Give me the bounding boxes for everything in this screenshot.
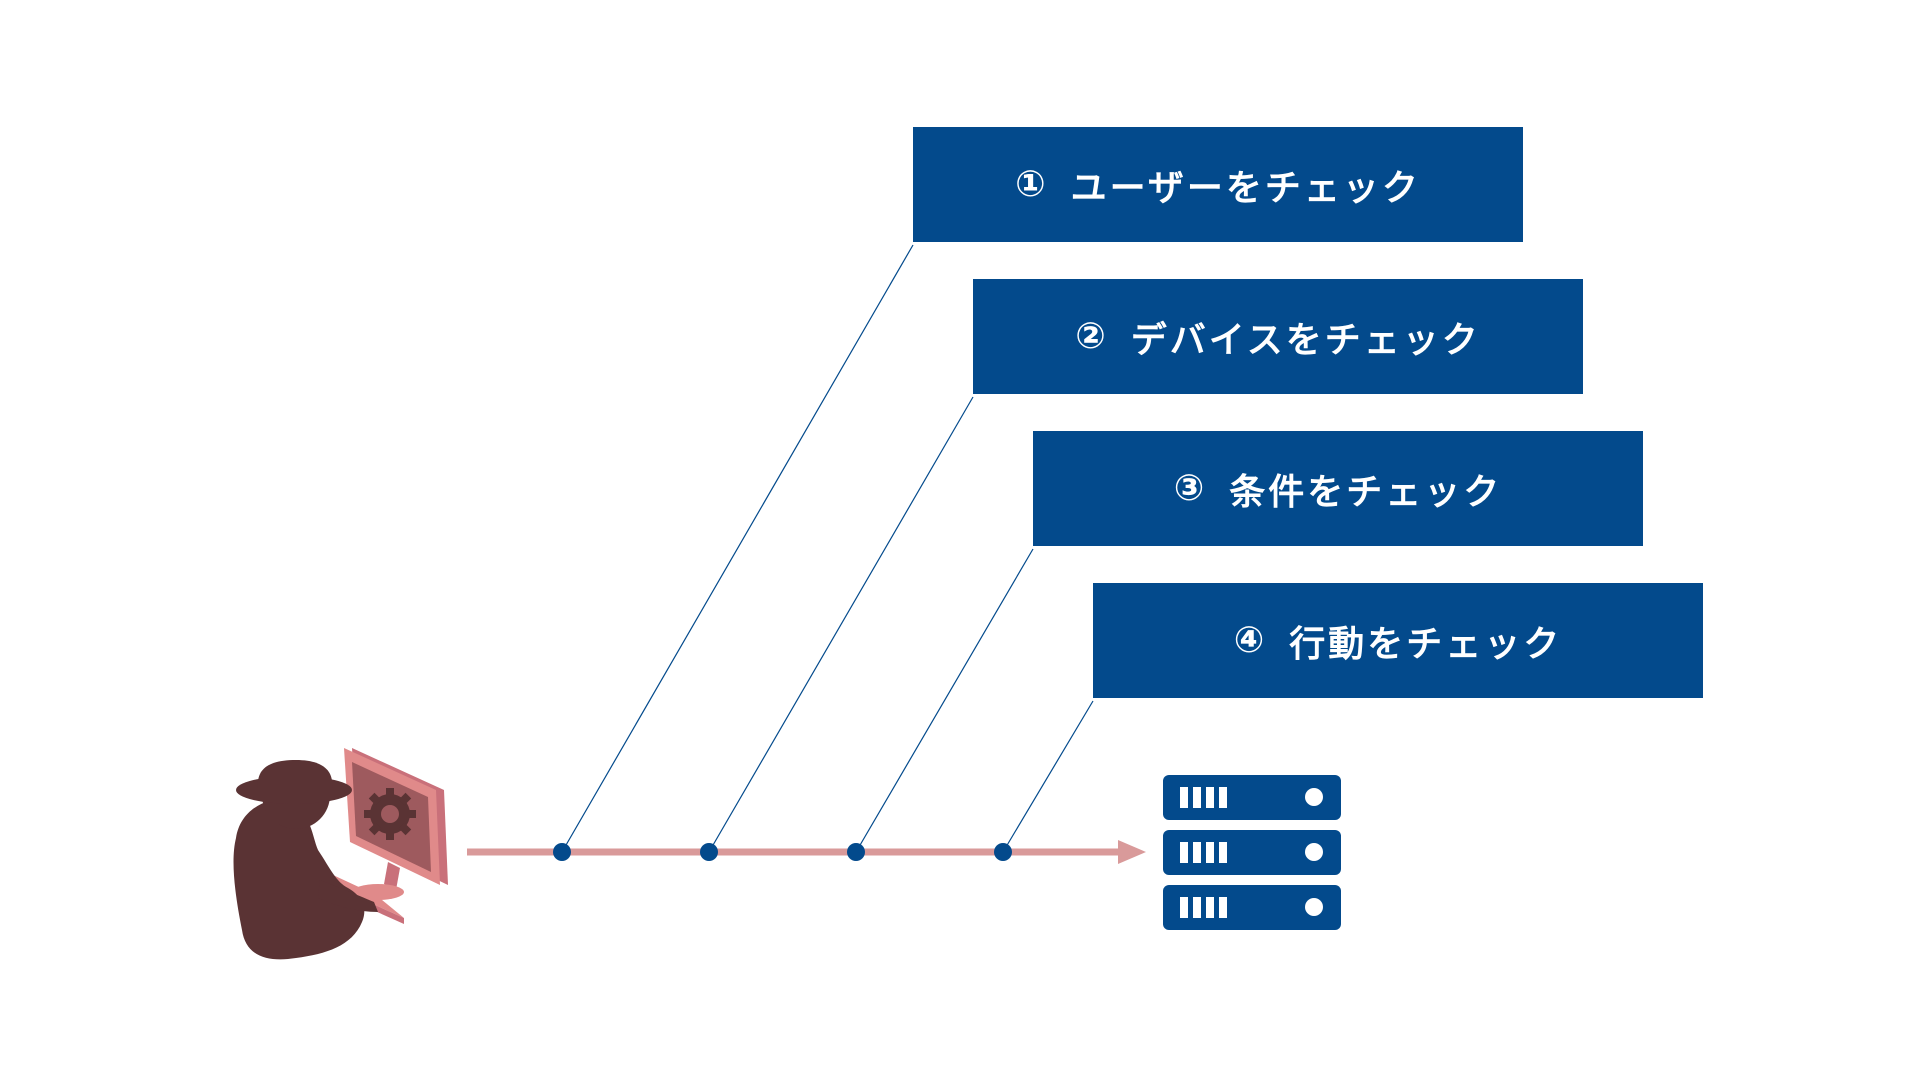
step-number: ④ [1233, 620, 1268, 661]
step-label: 条件をチェック [1229, 471, 1503, 513]
checkpoint-2 [700, 843, 718, 861]
step-label: 行動をチェック [1289, 623, 1563, 665]
step-label: デバイスをチェック [1130, 319, 1481, 361]
connector-line-2 [708, 396, 974, 853]
check-box-condition: ③ 条件をチェック [1033, 431, 1643, 546]
connector-line-1 [561, 244, 914, 853]
step-number: ③ [1173, 468, 1208, 509]
server-unit-2 [1163, 830, 1341, 875]
flow-arrow [467, 840, 1146, 864]
step-label: ユーザーをチェック [1070, 167, 1421, 209]
checkpoints [553, 843, 1012, 861]
checkpoint-4 [994, 843, 1012, 861]
step-number: ① [1015, 164, 1049, 205]
check-box-user: ① ユーザーをチェック [913, 127, 1523, 242]
step-number: ② [1075, 316, 1109, 357]
connector-lines [561, 244, 1094, 853]
server-stack-icon [1163, 775, 1341, 930]
hacker-at-computer-icon [233, 748, 448, 960]
connector-line-4 [1002, 700, 1094, 853]
check-box-behavior: ④ 行動をチェック [1093, 583, 1703, 698]
checkpoint-1 [553, 843, 571, 861]
server-unit-3 [1163, 885, 1341, 930]
connector-line-3 [855, 548, 1034, 853]
flow-arrowhead-icon [1118, 840, 1146, 864]
check-box-device: ② デバイスをチェック [973, 279, 1583, 394]
checkpoint-3 [847, 843, 865, 861]
server-unit-1 [1163, 775, 1341, 820]
